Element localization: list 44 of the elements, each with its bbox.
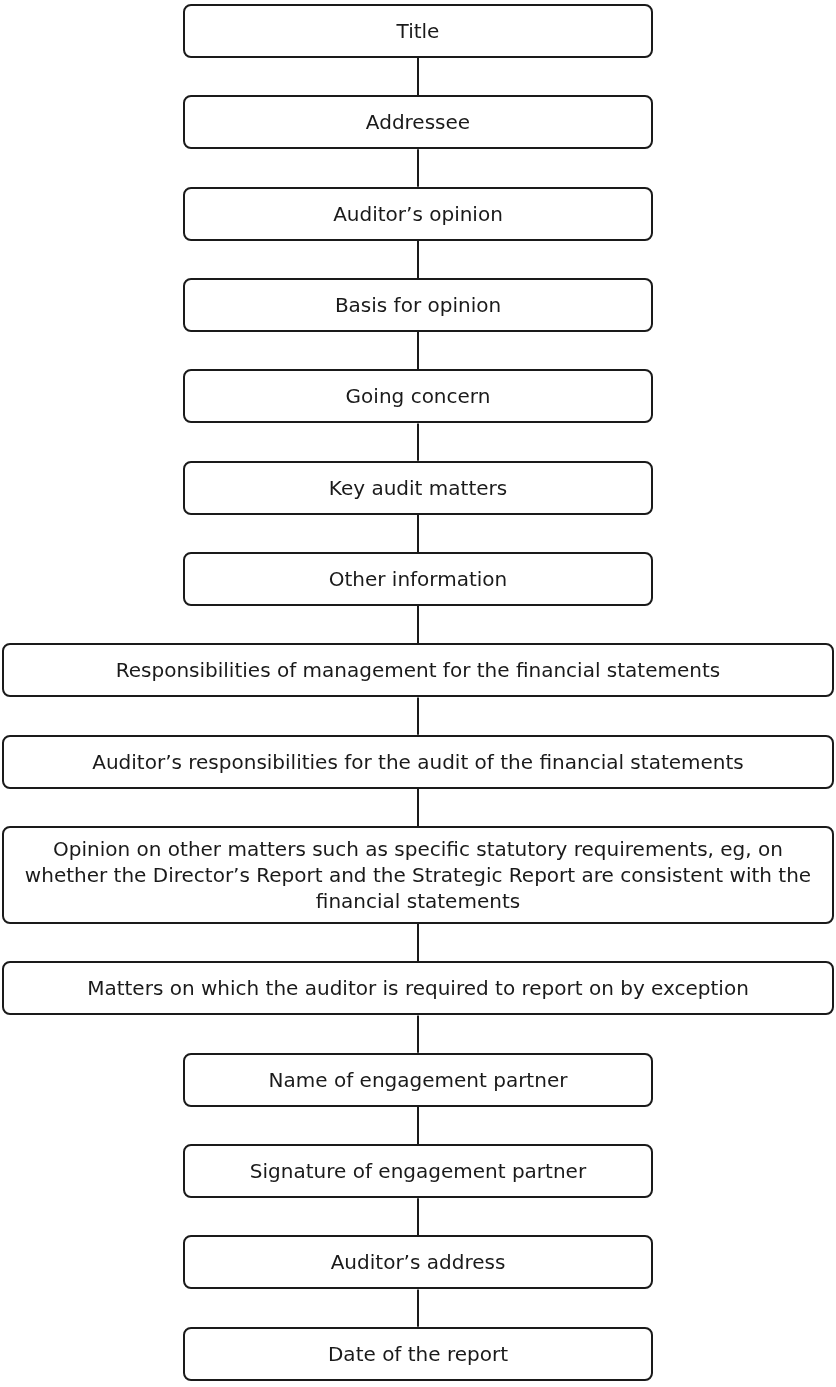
process-box xyxy=(183,369,653,424)
connector-line xyxy=(417,605,419,645)
box-label: Going concern xyxy=(345,383,491,410)
process-box xyxy=(183,186,653,241)
connector-line xyxy=(417,696,419,736)
process-box xyxy=(2,643,834,698)
box-label: Addressee xyxy=(365,109,471,136)
process-box xyxy=(183,1235,653,1290)
process-box xyxy=(183,552,653,607)
box-label: Basis for opinion xyxy=(334,292,502,319)
box-label: Opinion on other matters such as specific statutory requirements, eg, on whether the Director’s Report and the Strategic Report are consistent with the financial statements xyxy=(23,836,813,915)
connector-line xyxy=(417,148,419,188)
connector-line xyxy=(417,422,419,462)
process-box xyxy=(2,826,834,925)
box-label: Signature of engagement partner xyxy=(249,1158,587,1185)
connector-line xyxy=(417,57,419,97)
connector-line xyxy=(417,331,419,371)
connector-line xyxy=(417,787,419,828)
process-box xyxy=(183,4,653,58)
connector-line xyxy=(417,239,419,280)
process-box xyxy=(2,734,834,789)
process-box xyxy=(183,278,653,333)
connector-line xyxy=(417,513,419,554)
process-box xyxy=(2,961,834,1016)
connector-line xyxy=(417,1197,419,1237)
process-box xyxy=(183,1144,653,1199)
box-label: Name of engagement partner xyxy=(268,1066,568,1093)
box-label: Matters on which the auditor is required to report on by exception xyxy=(87,975,749,1002)
box-label: Auditor’s opinion xyxy=(333,200,503,227)
box-label: Auditor’s address xyxy=(330,1249,506,1276)
box-label: Responsibilities of management for the financial statements xyxy=(115,657,721,684)
connector-line xyxy=(417,1014,419,1054)
box-label: Auditor’s responsibilities for the audit of the financial statements xyxy=(92,748,744,775)
box-label: Title xyxy=(396,18,440,44)
connector-line xyxy=(417,1288,419,1328)
box-label: Date of the report xyxy=(327,1340,509,1367)
box-label: Other information xyxy=(328,566,508,593)
process-box xyxy=(183,460,653,515)
process-box xyxy=(183,95,653,150)
connector-line xyxy=(417,1105,419,1146)
process-box xyxy=(183,1326,653,1381)
process-box xyxy=(183,1052,653,1107)
connector-line xyxy=(417,923,419,963)
box-label: Key audit matters xyxy=(328,474,508,501)
